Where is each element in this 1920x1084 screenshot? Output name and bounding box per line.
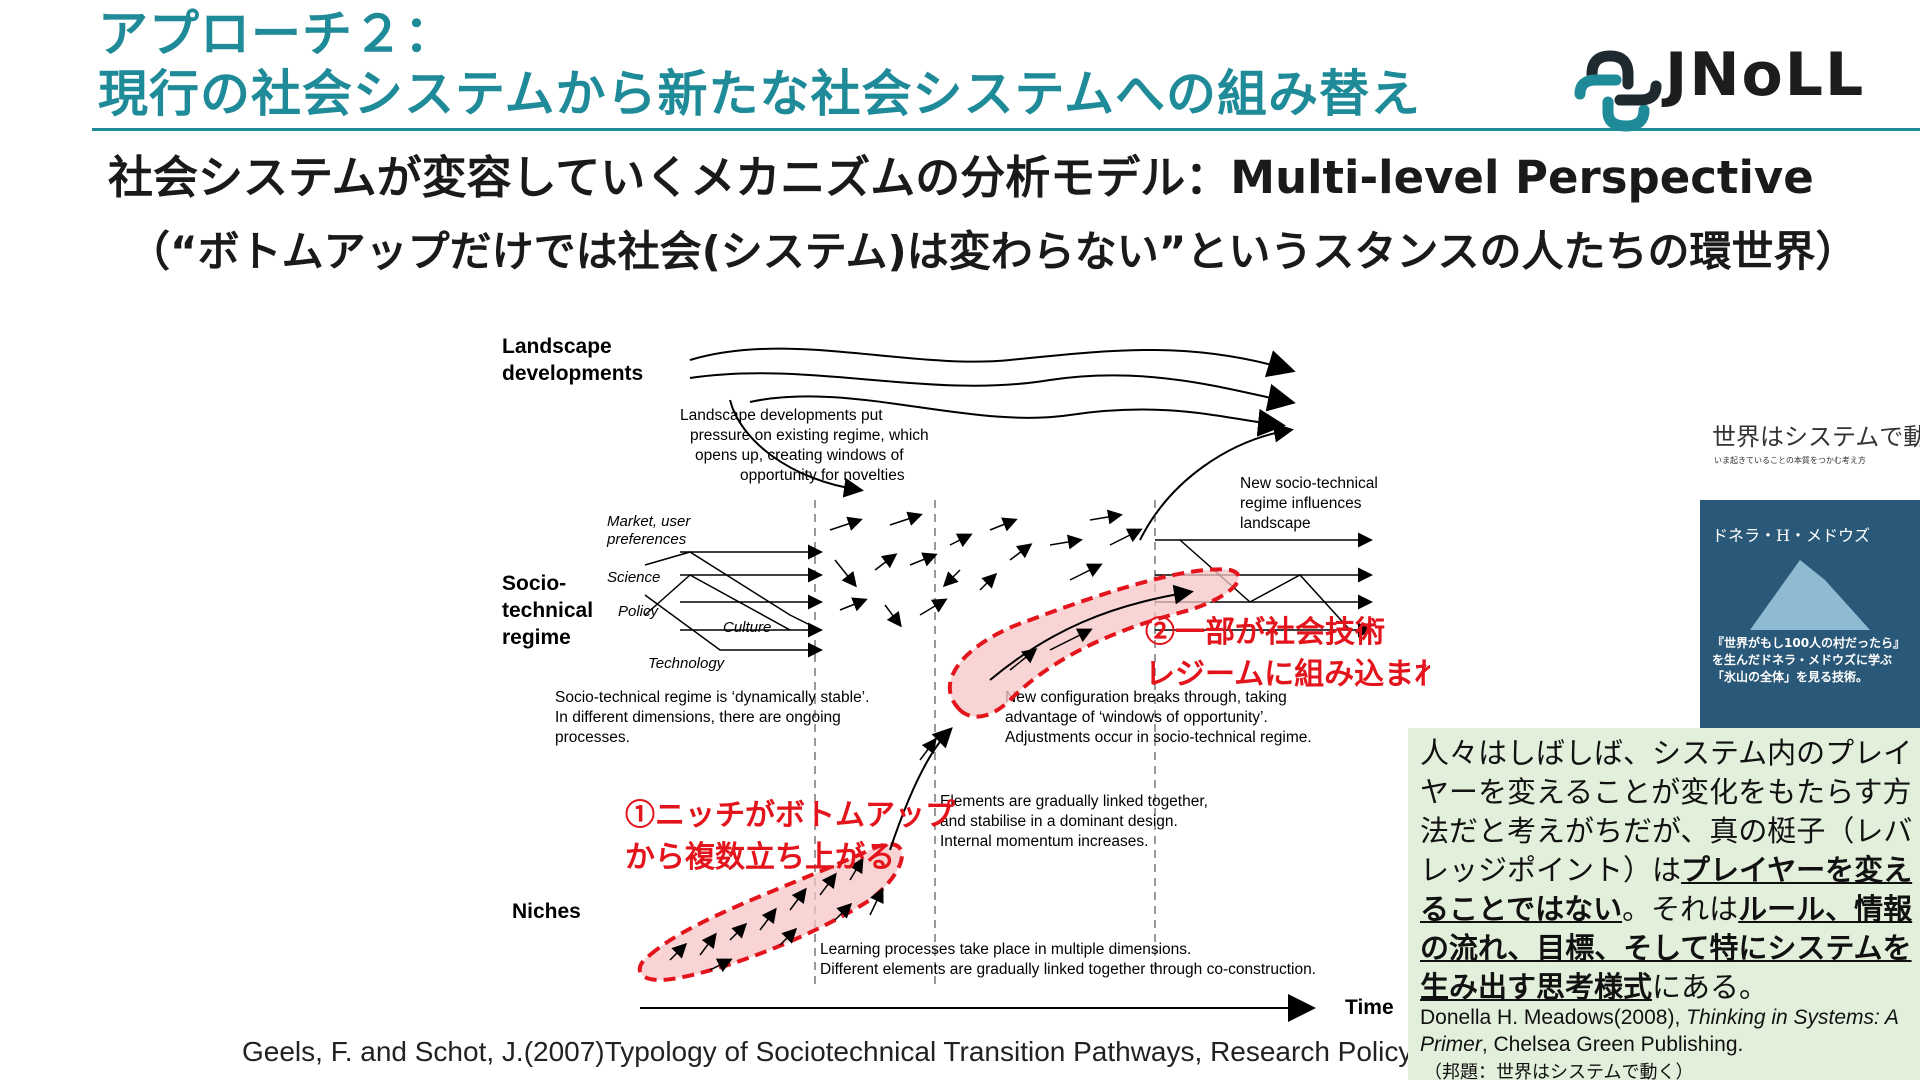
citation: Geels, F. and Schot, J.(2007)Typology of… [242, 1036, 1412, 1068]
subtitle-line-2: （“ボトムアップだけでは社会(システム)は変わらない”というスタンスの人たちの環… [128, 224, 1858, 280]
svg-text:Market, user: Market, user [607, 513, 691, 530]
svg-text:Science: Science [607, 569, 660, 586]
time-axis-label: Time [1345, 996, 1394, 1019]
quote-reference: Donella H. Meadows(2008), Thinking in Sy… [1420, 1004, 1920, 1058]
book-cover-image: ドネラ・H・メドウズ 『世界がもし100人の村だったら』 を生んだドネラ・メドウ… [1700, 500, 1920, 735]
svg-text:New configuration breaks throu: New configuration breaks through, taking… [1005, 689, 1312, 746]
logo-wordmark: JNoLL [1665, 40, 1865, 110]
callout-1: ①ニッチがボトムアップから複数立ち上がる [625, 798, 956, 874]
book-subtitle: いま起きていることの本質をつかむ考え方 [1714, 455, 1866, 466]
iceberg-icon [1730, 550, 1890, 640]
book-cover: 世界はシステムで動く いま起きていることの本質をつかむ考え方 ドネラ・H・メドウ… [1700, 405, 1920, 735]
svg-text:Policy: Policy [618, 603, 660, 620]
book-author: ドネラ・H・メドウズ [1712, 522, 1870, 546]
level-label-niches: Niches [512, 900, 581, 923]
logo-icon [1572, 44, 1664, 132]
book-title: 世界はシステムで動く [1712, 417, 1920, 452]
niche-to-regime-arrow [890, 730, 950, 850]
quote-reference-jp: （邦題：世界はシステムで動く） [1424, 1058, 1693, 1084]
title-line-1: アプローチ２： [98, 4, 1421, 64]
svg-text:preferences: preferences [606, 531, 687, 548]
subtitle-line-1: 社会システムが変容していくメカニズムの分析モデル：Multi-level Per… [108, 150, 1814, 206]
callout-2: ②一部が社会技術レジームに組み込まれる [1145, 615, 1430, 691]
svg-text:Socio-technical regime is ‘dyn: Socio-technical regime is ‘dynamically s… [555, 689, 869, 746]
svg-text:Culture: Culture [723, 619, 771, 636]
title-line-2: 現行の社会システムから新たな社会システムへの組み替え [98, 64, 1421, 124]
svg-text:Technology: Technology [648, 655, 726, 672]
landscape-arrow-1 [690, 349, 1290, 370]
svg-text:Elements are gradually linked: Elements are gradually linked together,a… [940, 793, 1208, 850]
quote-box: 人々はしばしば、システム内のプレイヤーを変えることが変化をもたらす方法だと考えが… [1408, 728, 1920, 1080]
svg-text:Learning processes take place: Learning processes take place in multipl… [820, 941, 1316, 978]
book-blurb: 『世界がもし100人の村だったら』 を生んだドネラ・メドウズに学ぶ 「氷山の全体… [1712, 635, 1905, 686]
quote-text: 人々はしばしば、システム内のプレイヤーを変えることが変化をもたらす方法だと考えが… [1420, 734, 1915, 1007]
page-title: アプローチ２： 現行の社会システムから新たな社会システムへの組み替え [98, 4, 1421, 124]
regime-dimensions: Market, user preferences Science Policy … [606, 513, 771, 672]
